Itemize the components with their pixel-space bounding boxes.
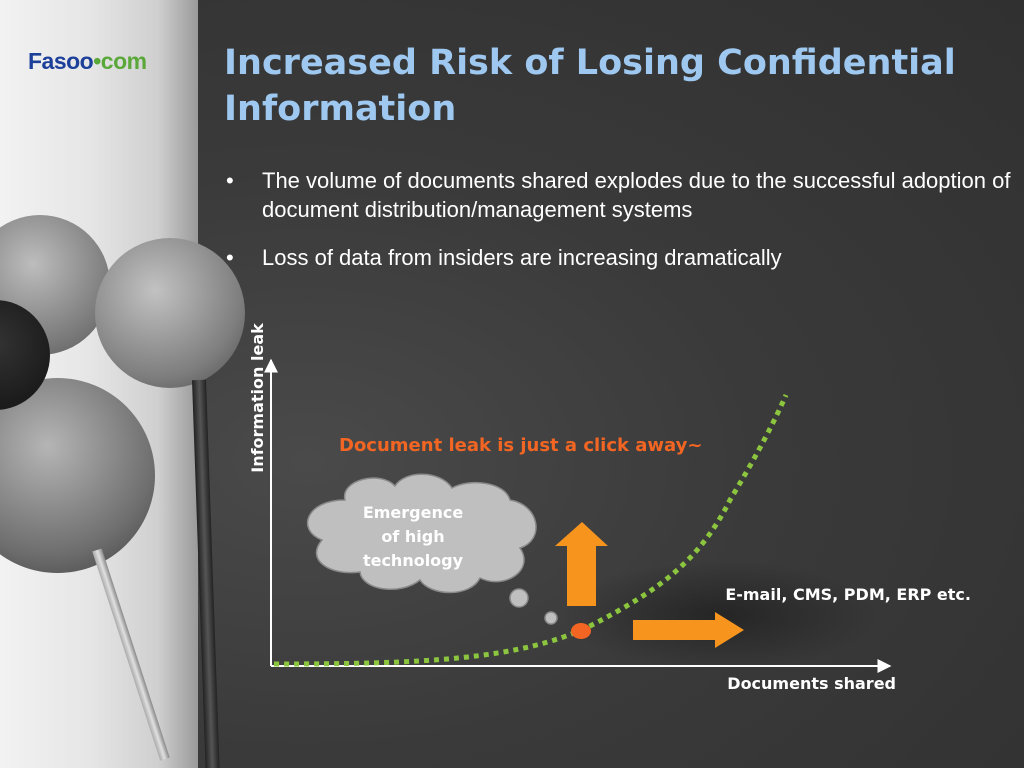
thought-bubble-large — [509, 588, 529, 608]
pin-sphere — [0, 378, 155, 573]
x-axis-label: Documents shared — [727, 674, 896, 693]
logo-part1: Fasoo — [28, 48, 94, 74]
slide-title: Increased Risk of Losing Confidential In… — [224, 43, 956, 129]
cloud-line-2: of high — [381, 527, 444, 546]
up-arrow — [555, 522, 608, 606]
right-arrow — [633, 612, 744, 648]
logo-part2: com — [100, 48, 147, 74]
headline-text: Document leak is just a click away~ — [339, 435, 702, 456]
cloud-line-1: Emergence — [363, 503, 464, 522]
thought-bubble-small — [544, 611, 558, 625]
y-axis-label: Information leak — [248, 323, 267, 473]
logo-separator: • — [93, 48, 101, 74]
thought-cloud: Emergence of high technology — [306, 473, 537, 594]
bullet-item: The volume of documents shared explodes … — [226, 166, 1016, 224]
pin-sphere — [95, 238, 245, 388]
examples-label: E-mail, CMS, PDM, ERP etc. — [725, 585, 971, 604]
cloud-line-3: technology — [363, 551, 464, 570]
current-point — [571, 623, 591, 639]
bullet-list: The volume of documents shared explodes … — [226, 166, 1016, 291]
growth-curve — [273, 393, 789, 667]
bullet-item: Loss of data from insiders are increasin… — [226, 243, 1016, 272]
fasoo-logo: Fasoo•com — [28, 48, 147, 75]
shadow-blob — [560, 560, 880, 670]
